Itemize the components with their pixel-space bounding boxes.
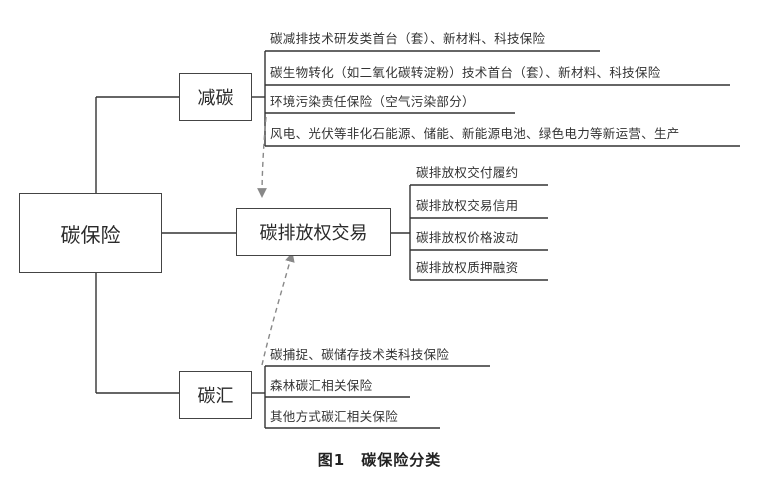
tanhui-leaf-1: 碳捕捉、碳储存技术类科技保险	[270, 347, 450, 362]
tanhui-leaf-3: 其他方式碳汇相关保险	[270, 409, 399, 424]
tanhui-leaf-2: 森林碳汇相关保险	[270, 378, 373, 393]
trade-node-label: 碳排放权交易	[259, 223, 368, 244]
trade-leaf-3: 碳排放权价格波动	[416, 230, 519, 245]
root-node-box: 碳保险	[19, 193, 162, 273]
figure-caption: 图1 碳保险分类	[317, 451, 442, 469]
dashed-arrow-jiantan-to-trade	[257, 116, 267, 198]
trade-leaf-1: 碳排放权交付履约	[416, 165, 519, 180]
tanhui-node-box: 碳汇	[179, 371, 252, 419]
jiantan-leaf-1: 碳减排技术研发类首台（套）、新材料、科技保险	[270, 31, 546, 46]
trade-node-box: 碳排放权交易	[236, 208, 391, 256]
jiantan-leaf-4: 风电、光伏等非化石能源、储能、新能源电池、绿色电力等新运营、生产	[270, 126, 680, 141]
trade-leaf-2: 碳排放权交易信用	[416, 198, 519, 213]
trade-leaf-4: 碳排放权质押融资	[416, 260, 519, 275]
jiantan-node-box: 减碳	[179, 73, 252, 121]
tanhui-node-label: 碳汇	[197, 386, 234, 407]
jiantan-node-label: 减碳	[197, 88, 234, 109]
dashed-arrow-tanhui-to-trade	[261, 252, 295, 366]
jiantan-leaf-3: 环境污染责任保险（空气污染部分）	[270, 94, 475, 109]
jiantan-leaf-2: 碳生物转化（如二氧化碳转淀粉）技术首台（套）、新材料、科技保险	[270, 65, 661, 80]
root-node-label: 碳保险	[60, 222, 121, 247]
